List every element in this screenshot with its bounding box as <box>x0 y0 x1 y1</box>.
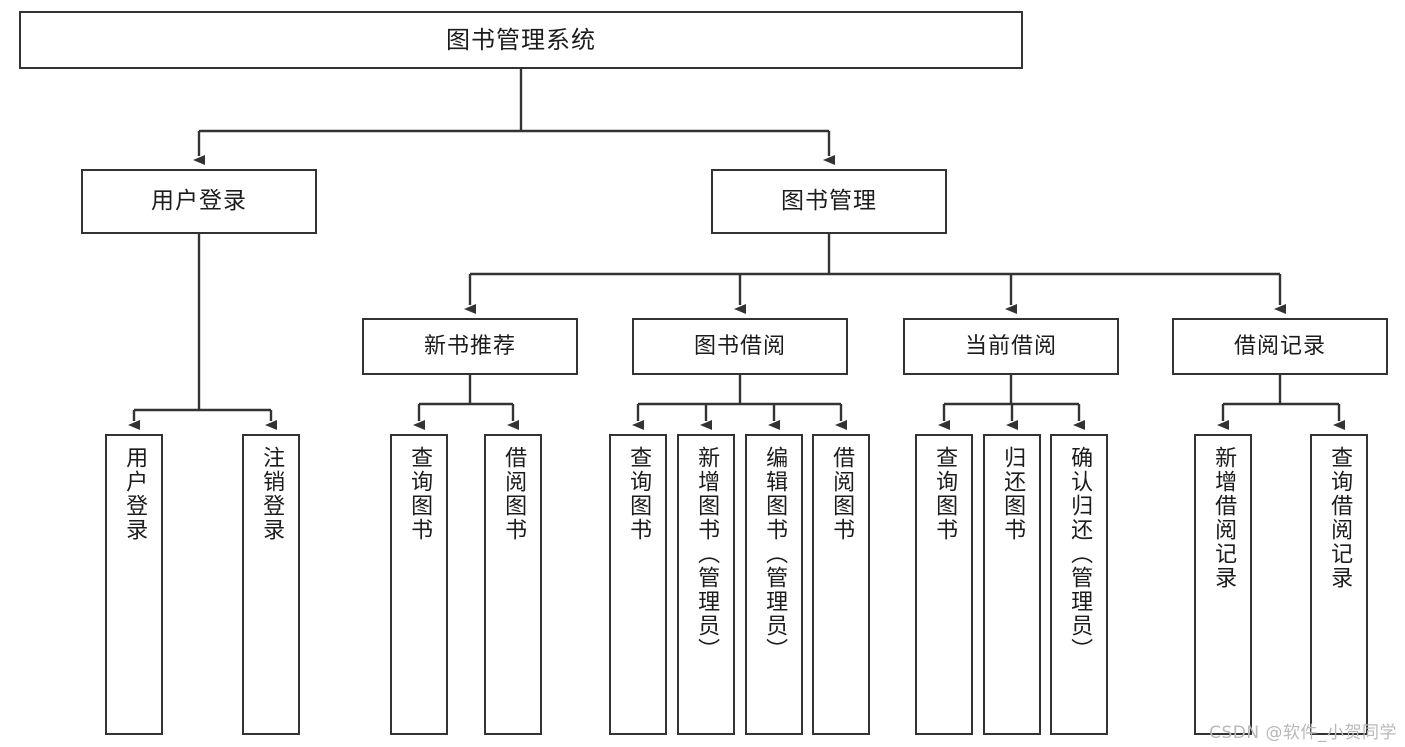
node-leaf-user-logout[interactable]: 注销登录 <box>242 434 300 735</box>
node-leaf-br-query[interactable]: 查询借阅记录 <box>1310 434 1368 735</box>
node-label: 新书推荐 <box>423 333 516 359</box>
node-leaf-cb-confirm[interactable]: 确认归还（管理员） <box>1050 434 1108 735</box>
node-label: 查询借阅记录 <box>1327 446 1353 590</box>
node-label: 借阅图书 <box>501 446 527 542</box>
node-root[interactable]: 图书管理系统 <box>19 11 1023 69</box>
node-leaf-bb-edit[interactable]: 编辑图书（管理员） <box>745 434 803 735</box>
node-label: 用户登录 <box>151 187 247 214</box>
node-borrow-record[interactable]: 借阅记录 <box>1172 318 1388 375</box>
node-label: 新增图书（管理员） <box>694 446 720 662</box>
node-label: 图书借阅 <box>693 333 786 359</box>
node-leaf-cb-query[interactable]: 查询图书 <box>915 434 973 735</box>
node-user-login[interactable]: 用户登录 <box>81 169 317 234</box>
node-new-book-rec[interactable]: 新书推荐 <box>362 318 578 375</box>
node-leaf-user-login[interactable]: 用户登录 <box>105 434 163 735</box>
node-label: 编辑图书（管理员） <box>762 446 788 662</box>
node-label: 查询图书 <box>626 446 652 542</box>
node-book-manage[interactable]: 图书管理 <box>711 169 947 234</box>
node-leaf-nbr-query[interactable]: 查询图书 <box>390 434 448 735</box>
node-label: 图书管理系统 <box>446 25 596 54</box>
node-leaf-bb-borrow[interactable]: 借阅图书 <box>812 434 870 735</box>
node-label: 当前借阅 <box>964 333 1057 359</box>
node-current-borrow[interactable]: 当前借阅 <box>903 318 1119 375</box>
node-leaf-nbr-borrow[interactable]: 借阅图书 <box>484 434 542 735</box>
node-label: 确认归还（管理员） <box>1067 446 1093 662</box>
node-label: 用户登录 <box>122 446 148 542</box>
node-book-borrow[interactable]: 图书借阅 <box>632 318 848 375</box>
node-label: 查询图书 <box>932 446 958 542</box>
node-label: 借阅记录 <box>1233 333 1326 359</box>
edges <box>128 69 1345 430</box>
node-label: 查询图书 <box>407 446 433 542</box>
node-label: 图书管理 <box>781 187 877 214</box>
node-leaf-br-add[interactable]: 新增借阅记录 <box>1194 434 1252 735</box>
node-label: 借阅图书 <box>829 446 855 542</box>
node-label: 归还图书 <box>1000 446 1026 542</box>
node-leaf-bb-add[interactable]: 新增图书（管理员） <box>677 434 735 735</box>
node-leaf-cb-return[interactable]: 归还图书 <box>983 434 1041 735</box>
node-label: 注销登录 <box>259 446 285 542</box>
node-leaf-bb-query[interactable]: 查询图书 <box>609 434 667 735</box>
node-label: 新增借阅记录 <box>1211 446 1237 590</box>
